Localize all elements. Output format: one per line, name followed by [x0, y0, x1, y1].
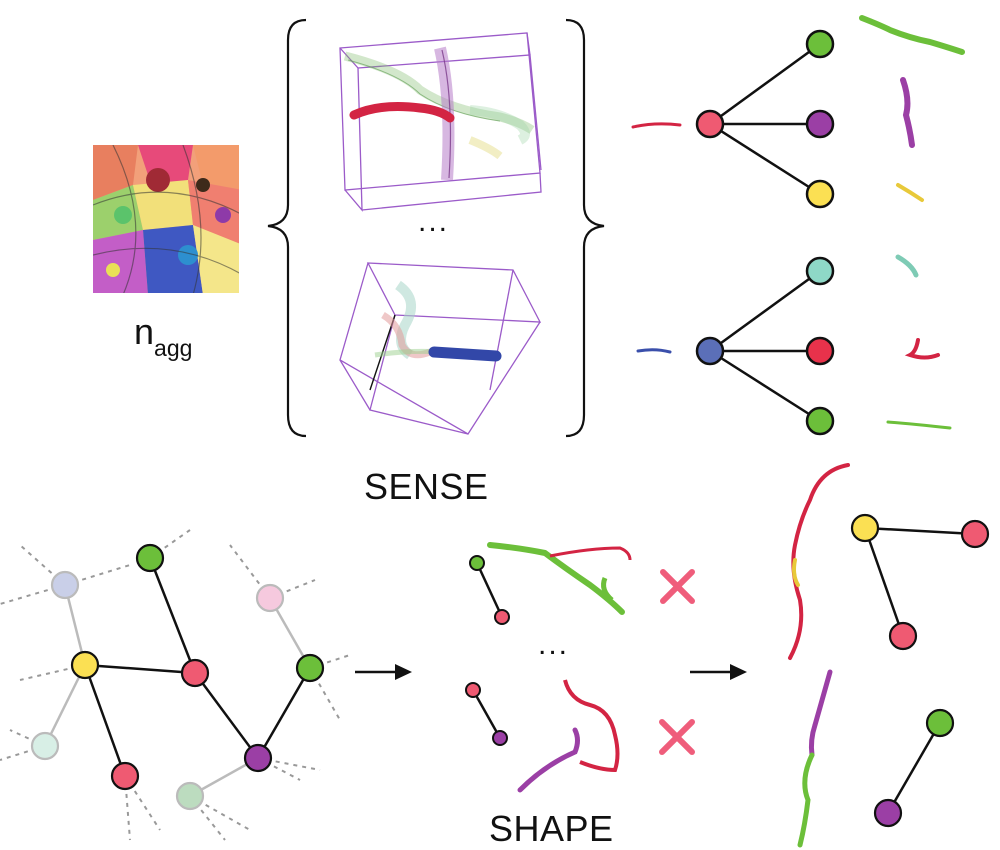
left-brace: [267, 18, 307, 438]
shape-pair-top: [469, 542, 632, 625]
node-yellow: [805, 179, 835, 209]
agglomeration-graph: [0, 529, 351, 841]
graph-node-purple: [243, 743, 273, 773]
n-agg-base: n: [134, 311, 155, 352]
sense-box-bottom: [339, 262, 542, 435]
result-fragments: [788, 463, 850, 848]
node-red-center: [695, 109, 725, 139]
graph-node-yellow: [70, 650, 100, 680]
star-graph-top: [709, 42, 821, 196]
segmentation-image: [93, 145, 239, 293]
node-purple: [805, 109, 835, 139]
cross-icon: [659, 719, 695, 755]
cross-icon: [660, 569, 695, 604]
graph-node-faded-teal: [30, 731, 60, 761]
right-brace: [565, 18, 605, 438]
right-arrow-icon: [355, 664, 412, 680]
n-agg-subscript: agg: [154, 335, 193, 362]
fragments-bottom: [636, 254, 952, 430]
star-graph-bottom: [709, 269, 821, 423]
graph-node-red-mid: [180, 658, 210, 688]
result-graph-top: [850, 513, 990, 651]
result-graph-bottom: [873, 708, 955, 828]
sense-box-top: [339, 32, 542, 212]
node-blue-center: [695, 336, 725, 366]
shape-label: SHAPE: [489, 808, 614, 849]
graph-node-faded-green: [175, 781, 205, 811]
graph-node-faded-pink: [255, 583, 285, 613]
sense-label: SENSE: [364, 466, 489, 507]
graph-node-red-bottom: [110, 761, 140, 791]
graph-node-faded-blue: [50, 570, 80, 600]
graph-node-green-right: [295, 653, 325, 683]
node-teal: [805, 256, 835, 286]
right-arrow-icon: [690, 664, 747, 680]
node-green: [805, 29, 835, 59]
sense-objects-bottom: [374, 280, 502, 362]
sense-objects-top: [343, 46, 535, 181]
shape-ellipsis: ...: [538, 628, 570, 661]
node-green-2: [805, 406, 835, 436]
fragments-top: [631, 15, 965, 202]
sense-ellipsis: ...: [418, 205, 450, 238]
node-red: [805, 336, 835, 366]
shape-pair-bottom: [465, 679, 620, 793]
n-agg-label: nagg: [134, 311, 193, 362]
graph-node-green-top: [135, 543, 165, 573]
